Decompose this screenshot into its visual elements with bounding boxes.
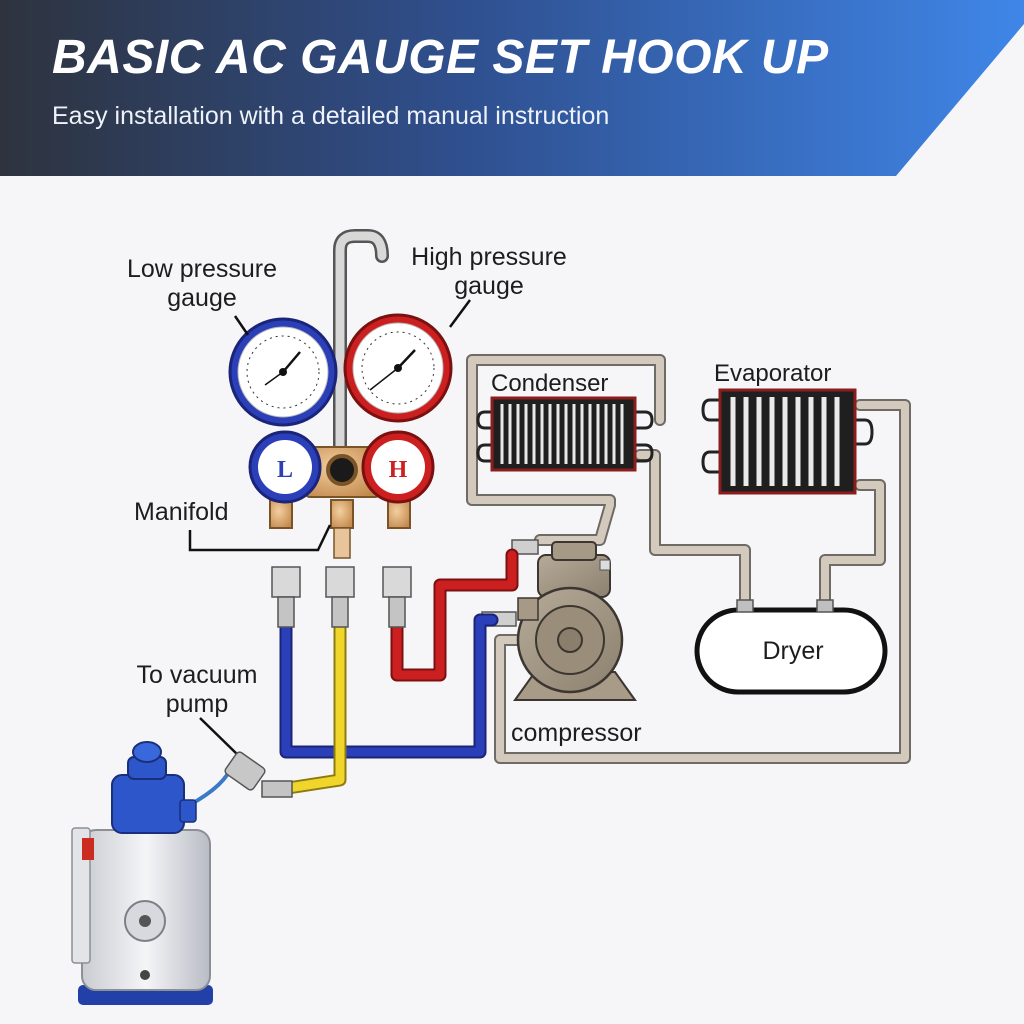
vacuum-pump-label-line1: To vacuum xyxy=(137,661,258,689)
hose-fittings xyxy=(261,566,412,798)
vacuum-pump xyxy=(71,741,266,1005)
vacuum-pump-label-line2: pump xyxy=(166,690,229,718)
manifold-gauge-set: L H xyxy=(228,229,453,559)
high-pressure-gauge xyxy=(343,313,453,423)
low-valve-knob: L xyxy=(248,430,322,504)
refrigerant-pipes xyxy=(466,354,911,764)
compressor-label: compressor xyxy=(511,719,642,747)
low-gauge-label-line2: gauge xyxy=(167,284,237,312)
manifold-label: Manifold xyxy=(134,498,229,526)
low-gauge-label-line1: Low pressure xyxy=(127,255,277,283)
diagram-labels: Low pressure gauge High pressure gauge M… xyxy=(127,243,831,747)
compressor xyxy=(481,539,637,701)
page-title: BASIC AC GAUGE SET HOOK UP xyxy=(52,31,829,84)
high-gauge-label-line2: gauge xyxy=(454,272,524,300)
evaporator-label: Evaporator xyxy=(714,360,831,387)
banner-background xyxy=(0,0,1024,176)
evaporator xyxy=(701,388,874,495)
leader-lines xyxy=(188,299,472,758)
high-knob-letter: H xyxy=(389,457,408,483)
low-pressure-gauge xyxy=(228,317,338,427)
dryer xyxy=(694,599,888,695)
high-gauge-label-line1: High pressure xyxy=(411,243,567,271)
header-banner: BASIC AC GAUGE SET HOOK UP Easy installa… xyxy=(0,0,1024,178)
hoses xyxy=(268,548,519,797)
low-knob-letter: L xyxy=(277,457,293,483)
page-subtitle: Easy installation with a detailed manual… xyxy=(52,102,610,130)
dryer-label: Dryer xyxy=(762,637,823,665)
condenser-label: Condenser xyxy=(491,370,608,397)
condenser xyxy=(476,396,654,472)
high-valve-knob: H xyxy=(361,430,435,504)
